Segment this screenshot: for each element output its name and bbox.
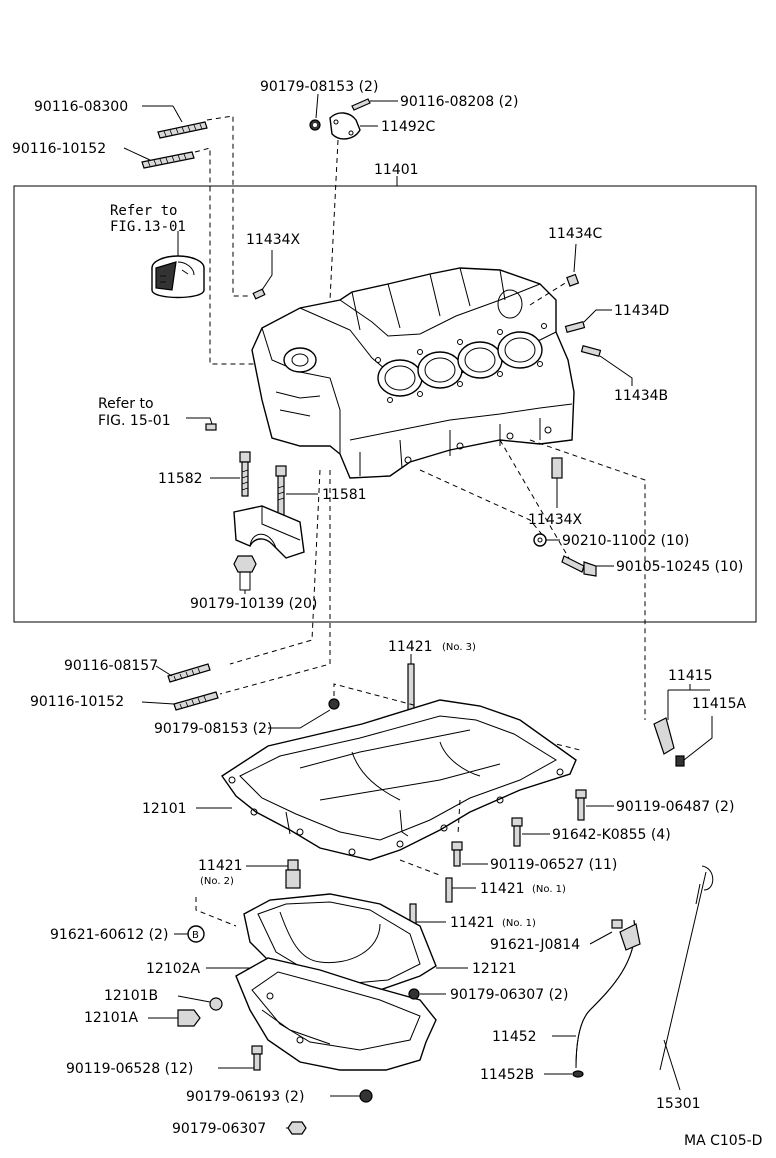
nut-90179-06307-mid [408, 988, 420, 1000]
o-ring-11452B [572, 1070, 584, 1078]
label-refer-fig-13-01-a: Refer to [110, 203, 177, 219]
label-90116-08300: 90116-08300 [34, 99, 128, 115]
label-12102A: 12102A [146, 961, 201, 977]
piston-reference-icon [151, 255, 205, 299]
stud-11421-no2 [285, 859, 301, 889]
stud-90116-08157 [167, 663, 211, 683]
label-refer-fig-15-01-b: FIG. 15-01 [98, 413, 171, 429]
label-11421-no2: 11421 [198, 858, 243, 874]
dipstick-guide-11452 [575, 919, 641, 1069]
label-11421-no1b: 11421 [450, 915, 495, 931]
stud-90116-10152-top [141, 151, 195, 169]
label-90210-11002: 90210-11002 (10) [562, 533, 689, 549]
label-11421-no3: 11421 [388, 639, 433, 655]
label-11401: 11401 [374, 162, 419, 178]
oil-level-sensor-11415 [653, 717, 685, 767]
label-12101A: 12101A [84, 1010, 139, 1026]
label-11421-no1a: 11421 [480, 881, 525, 897]
pin-11434B [580, 345, 602, 357]
label-11492C: 11492C [381, 119, 436, 135]
nut-90179-06307-bottom [287, 1121, 307, 1135]
nut-90179-06193 [359, 1089, 373, 1103]
label-11421-no2-sub: (No. 2) [200, 876, 234, 887]
label-11434B: 11434B [614, 388, 668, 404]
pin-11434X-top [252, 288, 266, 300]
pin-11434D [564, 321, 586, 333]
label-90116-08157: 90116-08157 [64, 658, 158, 674]
label-12101B: 12101B [104, 988, 158, 1004]
bolt-11581 [275, 465, 287, 517]
label-90179-08153-top: 90179-08153 (2) [260, 79, 378, 95]
bearing-cap [233, 505, 305, 559]
block-assembly-frame [13, 185, 757, 623]
pin-11434C [566, 273, 580, 287]
label-91642-K0855: 91642-K0855 (4) [552, 827, 671, 843]
stud-11421-no1a [445, 877, 453, 903]
label-90119-06487: 90119-06487 (2) [616, 799, 734, 815]
label-90179-06307-bottom: 90179-06307 [172, 1121, 266, 1137]
label-11434C: 11434C [548, 226, 603, 242]
cylinder-block-11401 [251, 267, 575, 479]
dipstick-15301 [659, 865, 714, 1071]
label-12121: 12121 [472, 961, 517, 977]
label-90116-08208: 90116-08208 (2) [400, 94, 518, 110]
label-11415A: 11415A [692, 696, 747, 712]
label-90105-10245: 90105-10245 (10) [616, 559, 743, 575]
label-11421-no1b-sub: (No. 1) [502, 918, 536, 929]
plate-11492C [329, 112, 361, 140]
label-11421-no1a-sub: (No. 1) [532, 884, 566, 895]
nut-90179-08153-top [309, 119, 321, 131]
label-90116-10152-mid: 90116-10152 [30, 694, 124, 710]
label-90119-06527: 90119-06527 (11) [490, 857, 617, 873]
diagram-code: MA C105-D [684, 1133, 762, 1149]
nut-90179-10139 [233, 555, 257, 591]
label-90179-06307-mid: 90179-06307 (2) [450, 987, 568, 1003]
label-11452B: 11452B [480, 1067, 534, 1083]
washer-90210-11002 [533, 533, 547, 547]
label-90119-06528: 90119-06528 (12) [66, 1061, 193, 1077]
bolt-90119-06527 [451, 841, 463, 867]
label-11434X-top: 11434X [246, 232, 301, 248]
bolt-91642-K0855 [511, 817, 523, 847]
drain-plug-12101B [209, 997, 223, 1011]
label-91621-J0814: 91621-J0814 [490, 937, 580, 953]
label-15301: 15301 [656, 1096, 701, 1112]
label-12101: 12101 [142, 801, 187, 817]
stud-90116-10152-mid [173, 691, 219, 711]
nut-90179-08153-mid [328, 698, 340, 710]
gasket-12101A [177, 1009, 201, 1027]
bolt-91621-J0814 [611, 919, 623, 929]
oil-pan-no2 [235, 957, 437, 1071]
label-reference-b: B [192, 930, 199, 941]
pin-90116-08208 [351, 98, 371, 111]
bolt-90119-06528 [251, 1045, 263, 1071]
label-11434D: 11434D [614, 303, 669, 319]
label-90179-10139: 90179-10139 (20) [190, 596, 317, 612]
pin-11434X-mid [551, 457, 563, 479]
stud-90116-08300 [157, 121, 208, 139]
oil-pan-12101 [221, 699, 577, 861]
label-90179-06193: 90179-06193 (2) [186, 1089, 304, 1105]
label-90179-08153-mid: 90179-08153 (2) [154, 721, 272, 737]
label-90116-10152-top: 90116-10152 [12, 141, 106, 157]
label-11582: 11582 [158, 471, 203, 487]
bolt-90105-10245 [561, 555, 597, 577]
label-11421-no3-sub: (No. 3) [442, 642, 476, 653]
label-11581: 11581 [322, 487, 367, 503]
bolt-90119-06487 [575, 789, 587, 821]
label-11452: 11452 [492, 1029, 537, 1045]
label-11434X-mid: 11434X [528, 512, 583, 528]
label-refer-fig-15-01-a: Refer to [98, 396, 154, 412]
label-91621-60612: 91621-60612 (2) [50, 927, 168, 943]
bolt-11582 [239, 451, 251, 497]
pin-fig-15-01 [205, 423, 217, 431]
label-refer-fig-13-01-b: FIG.13-01 [110, 219, 186, 235]
label-11415: 11415 [668, 668, 713, 684]
